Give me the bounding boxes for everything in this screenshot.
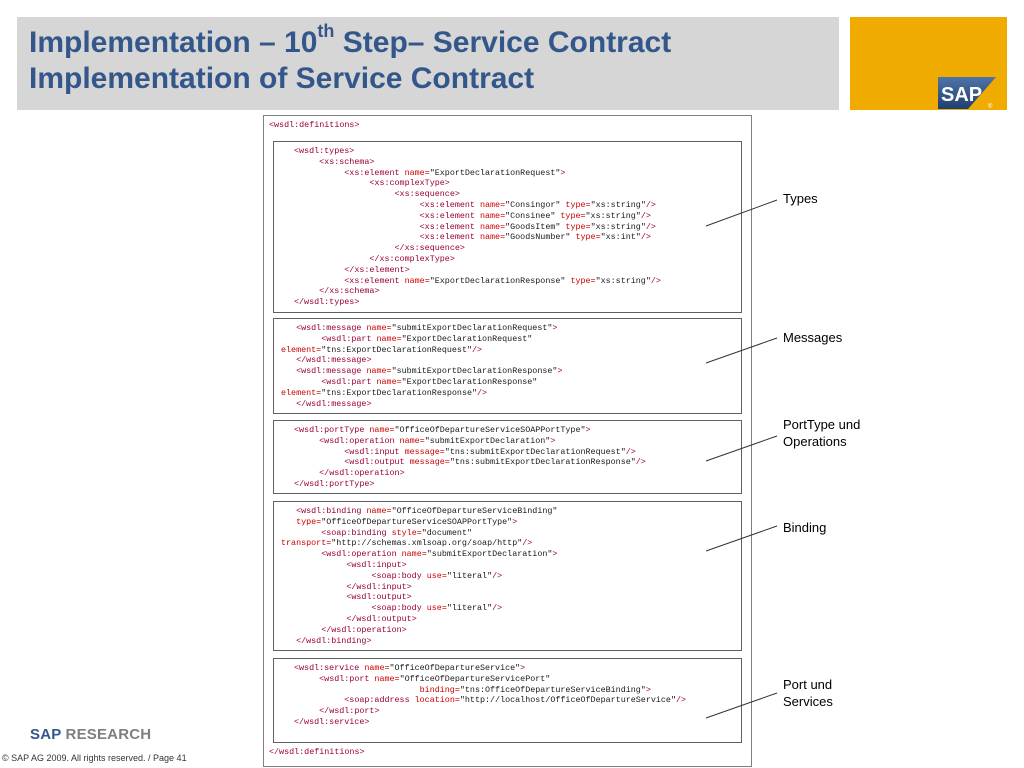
code-line: <xs:element name="ExportDeclarationReque… (344, 167, 566, 178)
code-line: element="tns:ExportDeclarationResponse"/… (281, 387, 488, 398)
code-line: </wsdl:input> (346, 581, 412, 592)
slide-title: Implementation – 10th Step– Service Cont… (29, 22, 672, 97)
code-line: </wsdl:operation> (321, 624, 407, 635)
definitions-close: </wsdl:definitions> (269, 747, 365, 757)
binding-code: <wsdl:binding name="OfficeOfDepartureSer… (281, 506, 557, 646)
code-line: <xs:element name="GoodsNumber" type="xs:… (419, 232, 651, 243)
code-line: <wsdl:input> (346, 559, 407, 570)
label-porttype-line1: PortType und (783, 417, 861, 432)
brand-sap: SAP (30, 726, 62, 743)
code-line: binding="tns:OfficeOfDepartureServiceBin… (419, 684, 651, 695)
label-types: Types (783, 191, 818, 206)
label-service-line1: Port und (783, 677, 833, 692)
code-line: </wsdl:binding> (296, 635, 372, 646)
code-line: </wsdl:types> (294, 297, 360, 308)
code-line: transport="http://schemas.xmlsoap.org/so… (281, 538, 533, 549)
code-line: <xs:schema> (319, 156, 375, 167)
label-binding: Binding (783, 520, 827, 535)
title-part-b: Step– Service Contract (334, 26, 672, 59)
sap-logo-icon: SAP ® (938, 77, 996, 109)
code-line: <xs:element name="Consinee" type="xs:str… (419, 210, 651, 221)
title-bar: Implementation – 10th Step– Service Cont… (17, 17, 839, 110)
title-superscript: th (317, 21, 335, 41)
code-line: </wsdl:service> (294, 716, 370, 727)
title-line2: Implementation of Service Contract (29, 62, 535, 95)
types-block: <wsdl:types> <xs:schema> <xs:element nam… (273, 141, 742, 313)
porttype-block: <wsdl:portType name="OfficeOfDepartureSe… (273, 420, 742, 494)
label-service-line2: Services (783, 694, 833, 709)
label-porttype: PortType und Operations (783, 416, 860, 450)
title-line1: Implementation – 10th Step– Service Cont… (29, 22, 672, 59)
label-service: Port und Services (783, 676, 833, 710)
types-code: <wsdl:types> <xs:schema> <xs:element nam… (294, 146, 661, 308)
service-code: <wsdl:service name="OfficeOfDepartureSer… (294, 663, 686, 728)
porttype-code: <wsdl:portType name="OfficeOfDepartureSe… (294, 425, 646, 490)
brand-research: RESEARCH (61, 726, 152, 743)
code-line: <wsdl:operation name="submitExportDeclar… (319, 435, 556, 446)
code-line: <soap:address location="http://localhost… (344, 695, 687, 706)
code-line: </wsdl:portType> (294, 478, 375, 489)
code-line: type="OfficeOfDepartureServiceSOAPPortTy… (296, 516, 518, 527)
code-line: <xs:sequence> (394, 189, 460, 200)
code-line: </wsdl:operation> (319, 468, 405, 479)
messages-block: <wsdl:message name="submitExportDeclarat… (273, 318, 742, 414)
code-line: </xs:element> (344, 264, 410, 275)
title-part-a: Implementation – 10 (29, 26, 318, 59)
code-line: <wsdl:types> (294, 146, 355, 156)
code-line: <wsdl:output message="tns:submitExportDe… (344, 457, 646, 468)
service-block: <wsdl:service name="OfficeOfDepartureSer… (273, 658, 742, 743)
code-line: <wsdl:part name="ExportDeclarationReques… (321, 333, 533, 344)
sap-logo-text: SAP (941, 84, 982, 106)
code-line: <wsdl:service name="OfficeOfDepartureSer… (294, 663, 526, 673)
code-line: <wsdl:message name="submitExportDeclarat… (296, 323, 558, 333)
definitions-open: <wsdl:definitions> (269, 120, 360, 130)
code-line: </wsdl:port> (319, 706, 380, 717)
code-line: </wsdl:message> (296, 398, 372, 409)
code-line: <soap:body use="literal"/> (371, 570, 503, 581)
sap-research-logo: SAP RESEARCH (30, 726, 151, 743)
code-line: <wsdl:output> (346, 592, 412, 603)
code-line: <wsdl:binding name="OfficeOfDepartureSer… (296, 506, 558, 516)
registered-mark: ® (988, 103, 993, 109)
code-line: <xs:element name="Consingor" type="xs:st… (419, 199, 656, 210)
code-line: <wsdl:input message="tns:submitExportDec… (344, 446, 636, 457)
code-line: </wsdl:output> (346, 613, 417, 624)
code-line: <wsdl:operation name="submitExportDeclar… (321, 549, 558, 560)
code-line: <xs:element name="GoodsItem" type="xs:st… (419, 221, 656, 232)
label-porttype-line2: Operations (783, 434, 847, 449)
code-line: <wsdl:portType name="OfficeOfDepartureSe… (294, 425, 591, 435)
code-line: element="tns:ExportDeclarationRequest"/> (281, 344, 483, 355)
code-line: </xs:schema> (319, 286, 380, 297)
sap-logo-box: SAP ® (850, 17, 1007, 110)
code-line: <xs:complexType> (369, 178, 450, 189)
binding-block: <wsdl:binding name="OfficeOfDepartureSer… (273, 501, 742, 651)
code-line: <soap:binding style="document" (321, 527, 473, 538)
wsdl-code-frame: <wsdl:definitions> <wsdl:types> <xs:sche… (263, 115, 752, 767)
code-line: <wsdl:port name="OfficeOfDepartureServic… (319, 673, 551, 684)
messages-code: <wsdl:message name="submitExportDeclarat… (281, 323, 562, 409)
code-line: <xs:element name="ExportDeclarationRespo… (344, 275, 661, 286)
copyright-footer: © SAP AG 2009. All rights reserved. / Pa… (2, 753, 187, 763)
code-line: <soap:body use="literal"/> (371, 603, 503, 614)
code-line: </wsdl:message> (296, 355, 372, 366)
code-line: </xs:sequence> (394, 243, 465, 254)
code-line: <wsdl:part name="ExportDeclarationRespon… (321, 376, 538, 387)
code-line: <wsdl:message name="submitExportDeclarat… (296, 366, 563, 377)
code-line: </xs:complexType> (369, 253, 455, 264)
label-messages: Messages (783, 330, 843, 345)
